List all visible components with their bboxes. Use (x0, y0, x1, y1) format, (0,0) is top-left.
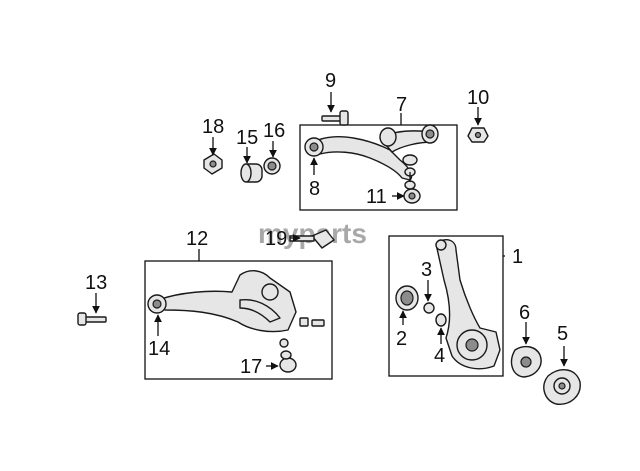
callout-11: 11 (366, 186, 387, 208)
knuckle-box (388, 235, 504, 377)
callout-6: 6 (519, 302, 530, 324)
callout-10: 10 (467, 87, 489, 109)
callouts: 1 2 3 4 5 6 7 8 9 10 11 12 13 14 15 16 1… (85, 70, 568, 378)
nut-10 (467, 127, 489, 143)
callout-13: 13 (85, 272, 107, 294)
callout-15: 15 (236, 127, 258, 149)
bushing-15 (240, 163, 263, 183)
hub-6 (510, 345, 542, 378)
callout-14: 14 (148, 338, 170, 360)
callout-12: 12 (186, 228, 208, 250)
callout-4: 4 (434, 345, 445, 367)
nut-3 (423, 302, 435, 314)
upper-arm-box (299, 124, 458, 211)
part-4 (435, 313, 447, 327)
bolt-9 (321, 110, 349, 126)
upper-arm-bushing-rear (379, 127, 397, 147)
callout-17: 17 (240, 356, 262, 378)
lower-control-arm-group (144, 260, 333, 380)
knuckle-group (388, 235, 504, 377)
lower-arm-box (144, 260, 333, 380)
watermark: myparts (258, 218, 367, 249)
callout-7: 7 (396, 94, 407, 116)
lower-ball-joint (279, 357, 297, 373)
callout-9: 9 (325, 70, 336, 92)
callout-8: 8 (309, 178, 320, 200)
bushing-16 (263, 157, 281, 175)
callout-18: 18 (202, 116, 224, 138)
leader-lines (92, 92, 568, 370)
bushing-18 (203, 153, 223, 175)
callout-3: 3 (421, 259, 432, 281)
callout-2: 2 (396, 328, 407, 350)
hub-5 (543, 369, 581, 405)
callout-16: 16 (263, 120, 285, 142)
callout-1: 1 (512, 246, 523, 268)
lower-control-arm (157, 270, 297, 333)
bolt-13 (77, 312, 107, 326)
upper-ball-joint (402, 154, 418, 166)
callout-19: 19 (265, 228, 287, 250)
callout-5: 5 (557, 323, 568, 345)
